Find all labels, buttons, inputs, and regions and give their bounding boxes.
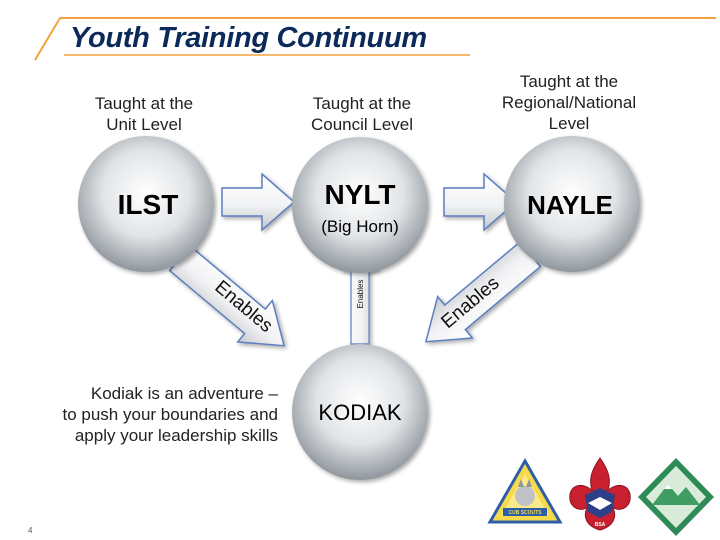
boy-scouts-emblem: BSA [569,457,631,531]
kodiak-label: KODIAK [318,400,401,425]
cub-scouts-logo-text: CUB SCOUTS [508,510,542,516]
national-level-label: Taught at the Regional/National Level [501,72,637,133]
kodiak-circle [292,344,428,480]
nylt-circle [292,137,428,273]
nylt-label: NYLT [324,179,395,210]
title-accent-lines [34,17,716,61]
ilst-circle [78,136,214,272]
boy-scouts-letters: BSA [595,522,606,528]
nayle-label: NAYLE [527,190,613,220]
kodiak-description: Kodiak is an adventure – to push your bo… [62,384,279,445]
arrow-nayle-to-kodiak [424,240,542,343]
cub-scouts-logo: CUB SCOUTS [487,457,563,524]
page-number: 4 [28,526,33,535]
arrow-ilst-to-kodiak [168,244,286,347]
unit-level-label: Taught at the Unit Level [94,94,194,134]
council-level-label: Taught at the Council Level [310,94,414,134]
slide-title: Youth Training Continuum [70,22,427,54]
arrow-nylt-to-nayle [443,172,518,232]
nayle-circle [504,136,640,272]
middle-enables-label: Enables [356,280,365,309]
nylt-sublabel: (Big Horn) [321,217,398,236]
venturing-logo [638,458,714,536]
ilst-label: ILST [118,189,179,220]
arrow-ilst-to-nylt [221,172,296,232]
